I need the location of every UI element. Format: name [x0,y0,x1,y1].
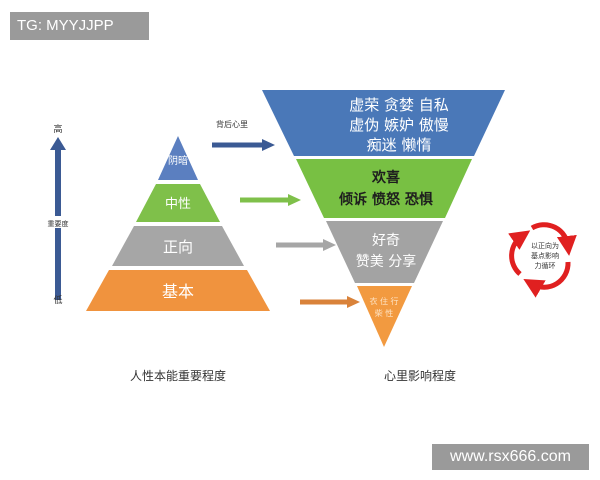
arrow-green-head [288,194,301,206]
inverted-triangle: 虚荣 贪婪 自私 虚伪 嫉妒 傲慢 痴迷 懒惰 欢喜 倾诉 愤怒 恐惧 好奇 赞… [262,90,505,383]
watermark-top: TG: MYYJJPP [10,12,149,40]
inverted-level-emotion-line-1: 欢喜 [371,169,400,186]
inverted-level-basic [357,286,412,347]
pyramid-level-neutral [136,184,220,222]
pyramid-level-basic [86,270,270,311]
inverted-level-top-line-3: 痴迷 懒惰 [367,136,432,154]
pyramid-label-positive: 正向 [163,238,193,256]
cycle-arrows: 以正向为 基点影响 力循环 [508,222,577,298]
inverted-level-positive-line-2: 赞美 分享 [356,253,416,270]
watermark-bottom: www.rsx666.com [432,444,589,470]
scale-low-label: 低 [53,294,62,306]
connector-arrows: 背后心里 [212,119,360,308]
pyramid-label-neutral: 中性 [165,197,191,212]
importance-scale: 高 重要度 低 [44,123,72,306]
inverted-level-basic-line-2: 柴 性 [375,308,394,318]
pyramid-level-positive [112,226,244,266]
cycle-label-line-3: 力循环 [535,261,556,270]
cycle-arrow-top [530,222,577,256]
arrow-orange-head [347,296,360,308]
inverted-level-top-line-1: 虚荣 贪婪 自私 [349,96,449,114]
pyramid: 阴暗 中性 正向 基本 人性本能重要程度 [86,136,270,383]
inverted-level-top [262,90,505,156]
scale-middle-label: 重要度 [48,219,69,228]
arrow-label: 背后心里 [216,119,248,129]
cycle-arrow-bottom [523,261,571,298]
inverted-level-positive [326,221,443,283]
pyramid-label-basic: 基本 [162,282,194,301]
inverted-level-basic-line-1: 衣 住 行 [369,296,398,306]
inverted-level-top-line-2: 虚伪 嫉妒 傲慢 [349,116,449,134]
scale-arrow-head [50,137,66,150]
cycle-arrow-left [508,230,531,276]
arrow-gray-head [323,239,336,251]
arrow-blue-head [262,139,275,151]
inverted-level-positive-line-1: 好奇 [372,232,400,249]
pyramid-level-dark [158,136,198,180]
scale-high-label: 高 [53,123,62,135]
pyramid-label-dark: 阴暗 [168,154,188,167]
cycle-label-line-2: 基点影响 [531,251,559,260]
inverted-level-emotion-line-2: 倾诉 愤怒 恐惧 [338,191,433,208]
pyramid-caption: 人性本能重要程度 [130,368,226,383]
inverted-caption: 心里影响程度 [384,368,456,383]
scale-middle-bg [44,216,72,228]
cycle-label-line-1: 以正向为 [531,241,559,250]
inverted-level-emotion [296,159,472,218]
